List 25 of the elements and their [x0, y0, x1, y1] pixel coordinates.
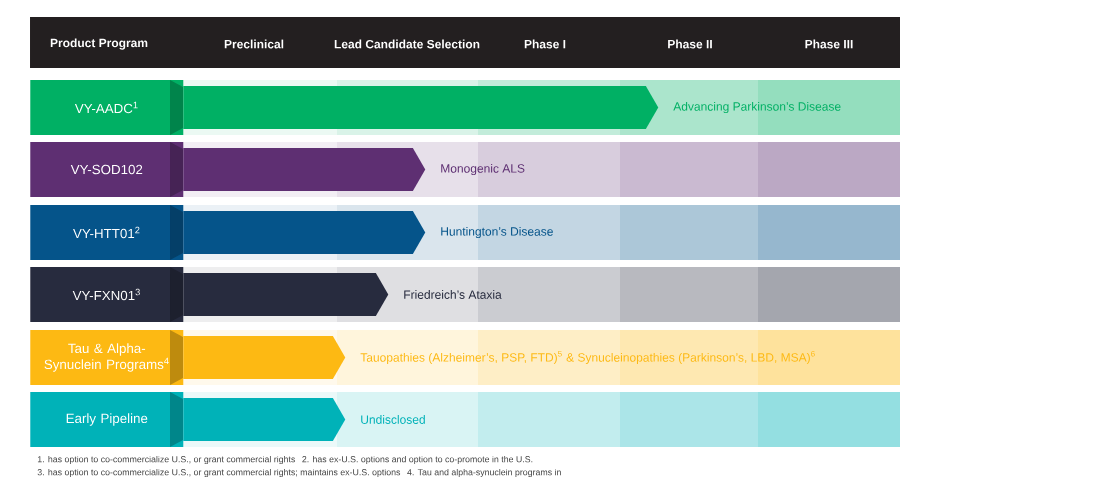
program-label: VY-FXN01$^{3}$ — [30, 267, 184, 322]
disease-label: Monogenic ALS — [441, 163, 525, 176]
footnote: 3. has option to co-commercialize U.S., or grant commercial rights; maintains ex-U.S. options — [37, 468, 401, 478]
disease-label: Advancing Parkinson’s Disease — [673, 101, 841, 114]
column-heading: Phase III — [805, 39, 853, 49]
disease-label: Huntington’s Disease — [441, 226, 553, 239]
program-label: VY-SOD102 — [30, 142, 184, 197]
column-heading: Preclinical — [224, 39, 284, 49]
progress-arrow — [183, 398, 346, 441]
program-label: VY-AADC$^{1}$ — [30, 80, 184, 135]
progress-arrow — [183, 273, 389, 316]
program-label: Tau & Alpha-Synuclein Programs$^{4}$ — [30, 330, 184, 385]
column-heading: Phase I — [524, 39, 566, 49]
disease-label: Undisclosed — [361, 415, 425, 424]
footnote: 2. has ex-U.S. options and option to co-promote in the U.S. — [302, 455, 533, 465]
program-label: Early Pipeline — [30, 392, 184, 447]
disease-label: Tauopathies (Alzheimer’s, PSP, FTD)$^{5}$ & Synucleinopathies (Parkinson’s, LBD, MSA)$^{6}$ — [360, 350, 815, 365]
column-heading: Lead Candidate Selection — [334, 39, 480, 49]
footnote: 1. has option to co-commercialize U.S., or grant commercial rights — [37, 455, 295, 465]
column-heading: Product Program — [50, 38, 148, 50]
disease-label: Friedreich’s Ataxia — [404, 290, 502, 299]
progress-arrow — [183, 336, 346, 379]
footnote: 4. Tau and alpha-synuclein programs in — [407, 468, 561, 478]
program-label: VY-HTT01$^{2}$ — [30, 205, 184, 260]
column-heading: Phase II — [668, 39, 712, 49]
